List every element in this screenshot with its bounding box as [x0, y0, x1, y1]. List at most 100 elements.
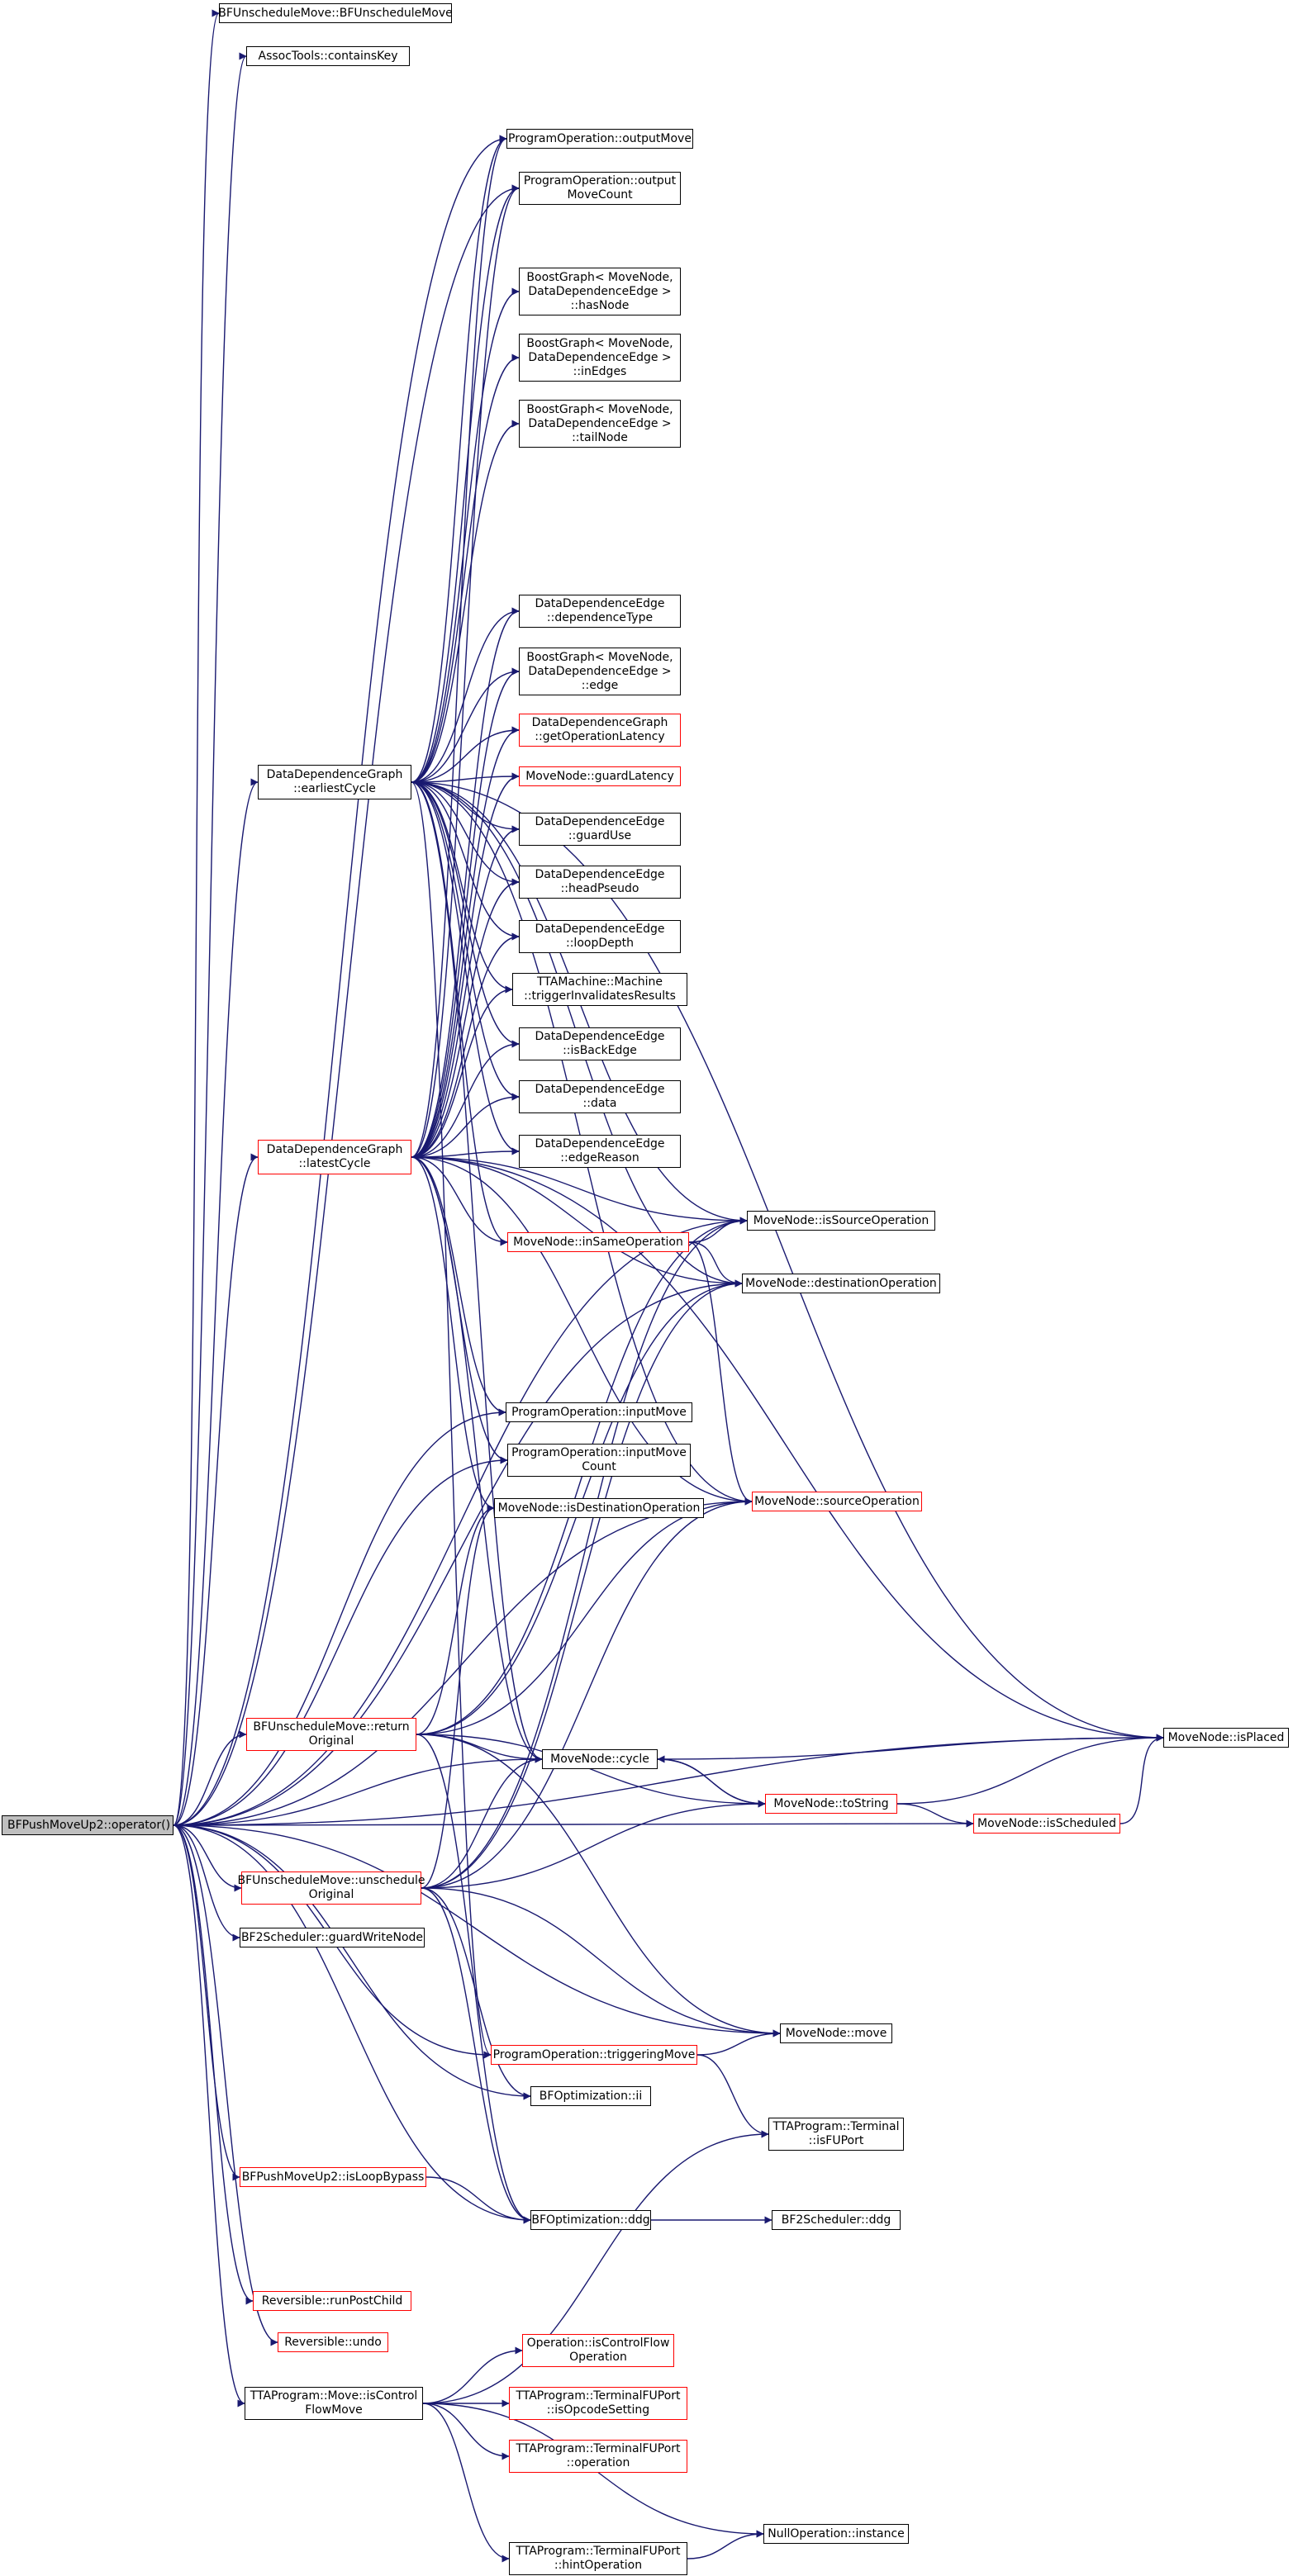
node-label-line: TTAProgram::Terminal [772, 2120, 900, 2133]
node-movenode-cycle[interactable]: MoveNode::cycle [542, 1749, 658, 1769]
node-bfoptimization-ddg[interactable]: BFOptimization::ddg [530, 2210, 651, 2230]
node-label-line: MoveNode::isPlaced [1167, 1730, 1285, 1744]
node-movenode-issourceoperation[interactable]: MoveNode::isSourceOperation [747, 1211, 935, 1231]
node-ttaprogram-terminalfuport-operation[interactable]: TTAProgram::TerminalFUPort::operation [509, 2440, 687, 2473]
node-movenode-isscheduled[interactable]: MoveNode::isScheduled [973, 1814, 1120, 1834]
node-movenode-insameoperation[interactable]: MoveNode::inSameOperation [507, 1232, 689, 1252]
edge-ddg-latestcycle-to-movenode-issourceoperation [411, 1156, 748, 1225]
node-label-line: MoveCount [567, 188, 633, 202]
node-ttaprogram-terminalfuport-isopcodesetting[interactable]: TTAProgram::TerminalFUPort::isOpcodeSett… [509, 2387, 687, 2420]
node-label-line: TTAProgram::TerminalFUPort [516, 2442, 681, 2455]
node-label-line: MoveNode::cycle [550, 1752, 649, 1766]
edge-bfpushmoveup2-operator-to-programoperation-inputmovecount [173, 1456, 508, 1826]
edge-bfunschedulemove-unscheduleoriginal-to-movenode-tostring [421, 1800, 766, 1889]
node-boostgraph-hasnode[interactable]: BoostGraph< MoveNode,DataDependenceEdge … [519, 268, 681, 315]
edge-ddg-latestcycle-to-dde-data [411, 1093, 520, 1158]
node-programoperation-triggeringmove[interactable]: ProgramOperation::triggeringMove [491, 2045, 697, 2065]
edge-bfpushmoveup2-operator-to-movenode-issourceoperation [173, 1217, 748, 1826]
edge-ddg-latestcycle-to-movenode-destinationoperation [411, 1156, 743, 1288]
node-label-line: DataDependenceEdge > [528, 664, 672, 678]
edge-bfpushmoveup2-operator-to-ttaprogram-move-iscontrolflowmove [173, 1824, 245, 2408]
edge-bfpushmoveup2-isloopbypass-to-bfoptimization-ddg [425, 2176, 531, 2224]
node-label-line: AssocTools::containsKey [258, 49, 398, 63]
node-dde-headpseudo[interactable]: DataDependenceEdge::headPseudo [519, 866, 681, 899]
edge-bfunschedulemove-returnoriginal-to-movenode-move [416, 1734, 781, 2038]
node-bf2scheduler-guardwritenode[interactable]: BF2Scheduler::guardWriteNode [240, 1928, 425, 1947]
node-boostgraph-tailnode[interactable]: BoostGraph< MoveNode,DataDependenceEdge … [519, 400, 681, 448]
node-ddg-latestcycle[interactable]: DataDependenceGraph::latestCycle [258, 1140, 411, 1174]
node-dde-data[interactable]: DataDependenceEdge::data [519, 1080, 681, 1113]
node-label-line: BoostGraph< MoveNode, [526, 402, 673, 416]
edge-ddg-earliestcycle-to-boostgraph-tailnode [411, 420, 520, 783]
edge-bfunschedulemove-returnoriginal-to-bfoptimization-ddg [416, 1734, 531, 2224]
node-movenode-isplaced[interactable]: MoveNode::isPlaced [1163, 1728, 1289, 1748]
node-ttamachine-triggerinvalidatesresults[interactable]: TTAMachine::Machine::triggerInvalidatesR… [512, 973, 687, 1006]
edge-bfpushmoveup2-operator-to-programoperation-outputmovecount [173, 184, 520, 1826]
edge-movenode-cycle-to-movenode-isplaced [657, 1734, 1164, 1760]
node-ddg-earliestcycle[interactable]: DataDependenceGraph::earliestCycle [258, 765, 411, 799]
edge-bfunschedulemove-unscheduleoriginal-to-movenode-sourceoperation [421, 1497, 753, 1889]
node-bfpushmoveup2-isloopbypass[interactable]: BFPushMoveUp2::isLoopBypass [240, 2167, 426, 2187]
node-movenode-move[interactable]: MoveNode::move [780, 2023, 892, 2043]
node-boostgraph-inedges[interactable]: BoostGraph< MoveNode,DataDependenceEdge … [519, 334, 681, 382]
node-movenode-guardlatency[interactable]: MoveNode::guardLatency [519, 766, 681, 786]
node-dde-isbackedge[interactable]: DataDependenceEdge::isBackEdge [519, 1027, 681, 1060]
node-bf2scheduler-ddg[interactable]: BF2Scheduler::ddg [772, 2210, 901, 2230]
node-movenode-isdestinationoperation[interactable]: MoveNode::isDestinationOperation [494, 1498, 704, 1518]
node-label-line: FlowMove [305, 2403, 363, 2417]
node-bfoptimization-ii[interactable]: BFOptimization::ii [530, 2086, 651, 2106]
node-reversible-undo[interactable]: Reversible::undo [278, 2332, 388, 2352]
node-label-line: DataDependenceEdge [535, 868, 665, 881]
node-boostgraph-edge[interactable]: BoostGraph< MoveNode,DataDependenceEdge … [519, 648, 681, 695]
node-programoperation-inputmove[interactable]: ProgramOperation::inputMove [506, 1402, 692, 1422]
node-dde-edgereason[interactable]: DataDependenceEdge::edgeReason [519, 1135, 681, 1168]
node-nulloperation-instance[interactable]: NullOperation::instance [763, 2524, 909, 2544]
node-ttaprogram-terminal-isfuport[interactable]: TTAProgram::Terminal::isFUPort [768, 2118, 904, 2151]
node-assoctools-containskey[interactable]: AssocTools::containsKey [246, 46, 410, 66]
node-label-line: TTAProgram::TerminalFUPort [516, 2545, 681, 2558]
edge-ddg-latestcycle-to-programoperation-outputmove [411, 135, 507, 1158]
edge-bfunschedulemove-unscheduleoriginal-to-movenode-isdestinationoperation [421, 1504, 495, 1889]
node-label-line: MoveNode::sourceOperation [754, 1494, 920, 1508]
node-label-line: TTAProgram::Move::isControl [250, 2389, 418, 2403]
node-label-line: BFPushMoveUp2::isLoopBypass [241, 2170, 425, 2184]
edge-bfpushmoveup2-operator-to-movenode-isscheduled [173, 1819, 974, 1828]
node-dde-guarduse[interactable]: DataDependenceEdge::guardUse [519, 813, 681, 846]
edge-ddg-earliestcycle-to-dde-headpseudo [411, 781, 520, 886]
node-label-line: BFOptimization::ddg [531, 2213, 650, 2227]
node-label-line: MoveNode::inSameOperation [513, 1235, 683, 1249]
edge-ttaprogram-move-iscontrolflowmove-to-operation-iscontrolflowoperation [422, 2346, 523, 2404]
node-label-line: Operation [569, 2351, 627, 2364]
node-label-line: Original [308, 1734, 354, 1748]
node-bfpushmoveup2-operator[interactable]: BFPushMoveUp2::operator() [2, 1815, 174, 1835]
node-movenode-sourceoperation[interactable]: MoveNode::sourceOperation [752, 1492, 922, 1511]
node-label-line: DataDependenceEdge > [528, 350, 672, 364]
edge-ddg-earliestcycle-to-movenode-guardlatency [411, 772, 520, 783]
edge-ddg-earliestcycle-to-programoperation-triggeringmove [411, 781, 492, 2059]
node-label-line: ProgramOperation::output [523, 174, 677, 187]
edge-bfunschedulemove-unscheduleoriginal-to-bfoptimization-ddg [421, 1887, 531, 2224]
edge-movenode-insameoperation-to-movenode-sourceoperation [688, 1241, 753, 1506]
node-label-line: ::headPseudo [560, 882, 639, 895]
node-dde-dependencetype[interactable]: DataDependenceEdge::dependenceType [519, 595, 681, 628]
node-ddg-getoperationlatency[interactable]: DataDependenceGraph::getOperationLatency [519, 714, 681, 747]
node-ttaprogram-terminalfuport-hintoperation[interactable]: TTAProgram::TerminalFUPort::hintOperatio… [509, 2542, 687, 2575]
edge-bfpushmoveup2-operator-to-movenode-cycle [173, 1755, 543, 1826]
node-dde-loopdepth[interactable]: DataDependenceEdge::loopDepth [519, 920, 681, 953]
node-programoperation-outputmove[interactable]: ProgramOperation::outputMove [506, 129, 693, 149]
node-label-line: ::triggerInvalidatesResults [524, 989, 676, 1003]
node-reversible-runpostchild[interactable]: Reversible::runPostChild [253, 2291, 411, 2311]
edge-movenode-tostring-to-movenode-isscheduled [896, 1803, 974, 1828]
node-movenode-destinationoperation[interactable]: MoveNode::destinationOperation [742, 1274, 940, 1293]
node-bfunschedulemove-ctor[interactable]: BFUnscheduleMove::BFUnscheduleMove [218, 3, 453, 23]
node-label-line: BF2Scheduler::ddg [781, 2213, 891, 2227]
edge-ddg-latestcycle-to-dde-headpseudo [411, 878, 520, 1158]
node-movenode-tostring[interactable]: MoveNode::toString [765, 1794, 897, 1814]
node-label-line: BFUnscheduleMove::BFUnscheduleMove [218, 6, 453, 20]
